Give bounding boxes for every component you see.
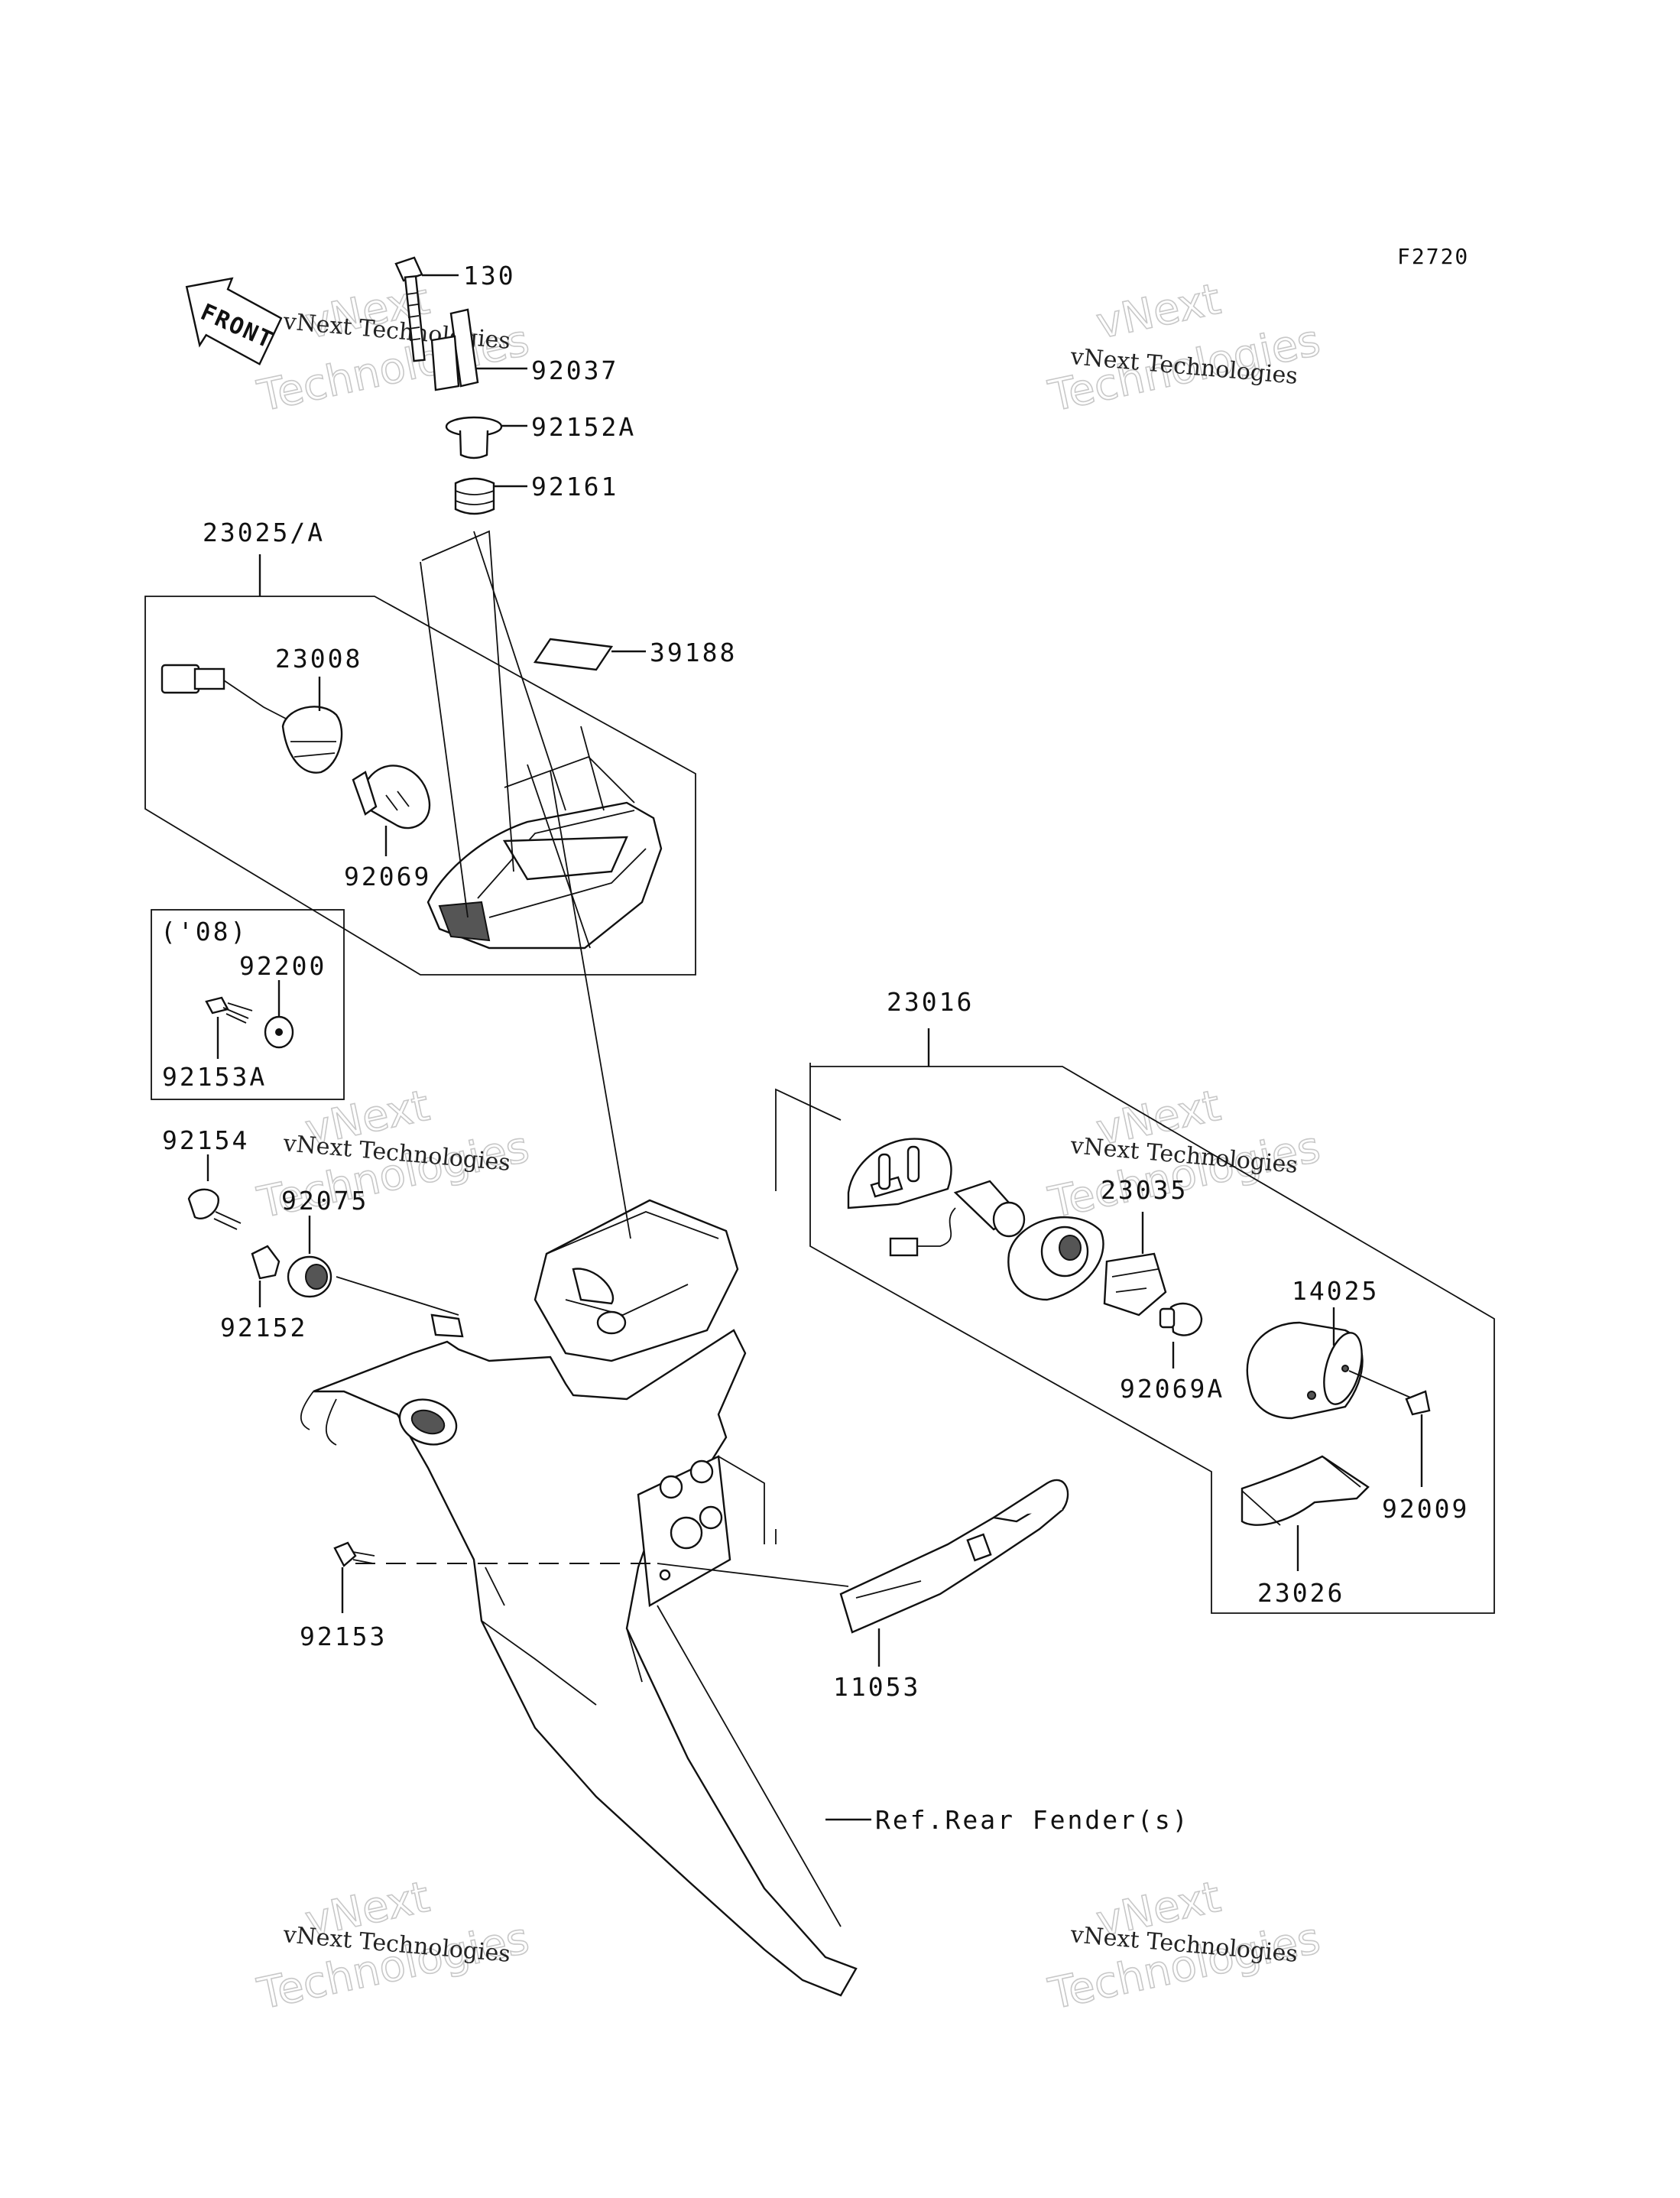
label-130: 130 (463, 261, 516, 291)
year-note-box (151, 909, 345, 1100)
part-labels: 130 92037 92152A 92161 23025/A 23008 391… (161, 261, 1469, 1835)
label-92153A: 92153A (162, 1062, 267, 1092)
collar-92152 (251, 1245, 281, 1307)
label-92154: 92154 (162, 1125, 249, 1155)
grommet-92075 (287, 1216, 332, 1298)
label-39188: 39188 (650, 638, 737, 667)
mount-line (336, 1276, 459, 1316)
label-92069: 92069 (344, 862, 431, 891)
rear-fender (300, 1199, 871, 1997)
label-23026: 23026 (1257, 1578, 1344, 1608)
label-23025A: 23025/A (203, 518, 325, 547)
screw-92153 (333, 1541, 375, 1613)
bolt-130 (394, 256, 459, 362)
label-23016: 23016 (887, 987, 974, 1017)
turn-signal-assembly-23025A (144, 530, 696, 976)
screw-92154 (187, 1154, 242, 1230)
label-14025: 14025 (1292, 1276, 1379, 1306)
label-92075: 92075 (281, 1186, 368, 1216)
bracket-92037 (430, 308, 527, 391)
label-23008: 23008 (275, 644, 362, 674)
label-11053: 11053 (833, 1672, 920, 1702)
label-92037: 92037 (531, 356, 618, 385)
watermark-group: vNext Technologies vNext Technologies vN… (252, 274, 1325, 2020)
front-direction-arrow: FRONT (185, 277, 283, 365)
figure-code: F2720 (1397, 244, 1469, 269)
license-bracket-11053 (839, 1479, 1069, 1667)
label-92009: 92009 (1382, 1494, 1469, 1524)
collar-92152A (445, 416, 527, 459)
label-92152: 92152 (220, 1313, 307, 1343)
label-92152A: 92152A (531, 412, 636, 442)
mount-line (550, 770, 631, 1239)
washer-92200 (264, 980, 294, 1049)
label-92161: 92161 (531, 472, 618, 502)
label-23035: 23035 (1101, 1175, 1188, 1205)
mount-line (657, 1563, 849, 1587)
screw-92153A (205, 996, 253, 1059)
watermark-vnext: vNext (1092, 274, 1225, 349)
reference-note: Ref.Rear Fender(s) (875, 1805, 1190, 1835)
label-year-note: ('08) (161, 917, 248, 946)
label-92069A: 92069A (1120, 1374, 1224, 1404)
tail-light-assembly-23016 (775, 1028, 1495, 1614)
label-92153: 92153 (300, 1622, 387, 1651)
label-92200: 92200 (239, 951, 326, 981)
reflector-tag-39188 (533, 638, 646, 671)
grommet-92161 (454, 477, 527, 515)
